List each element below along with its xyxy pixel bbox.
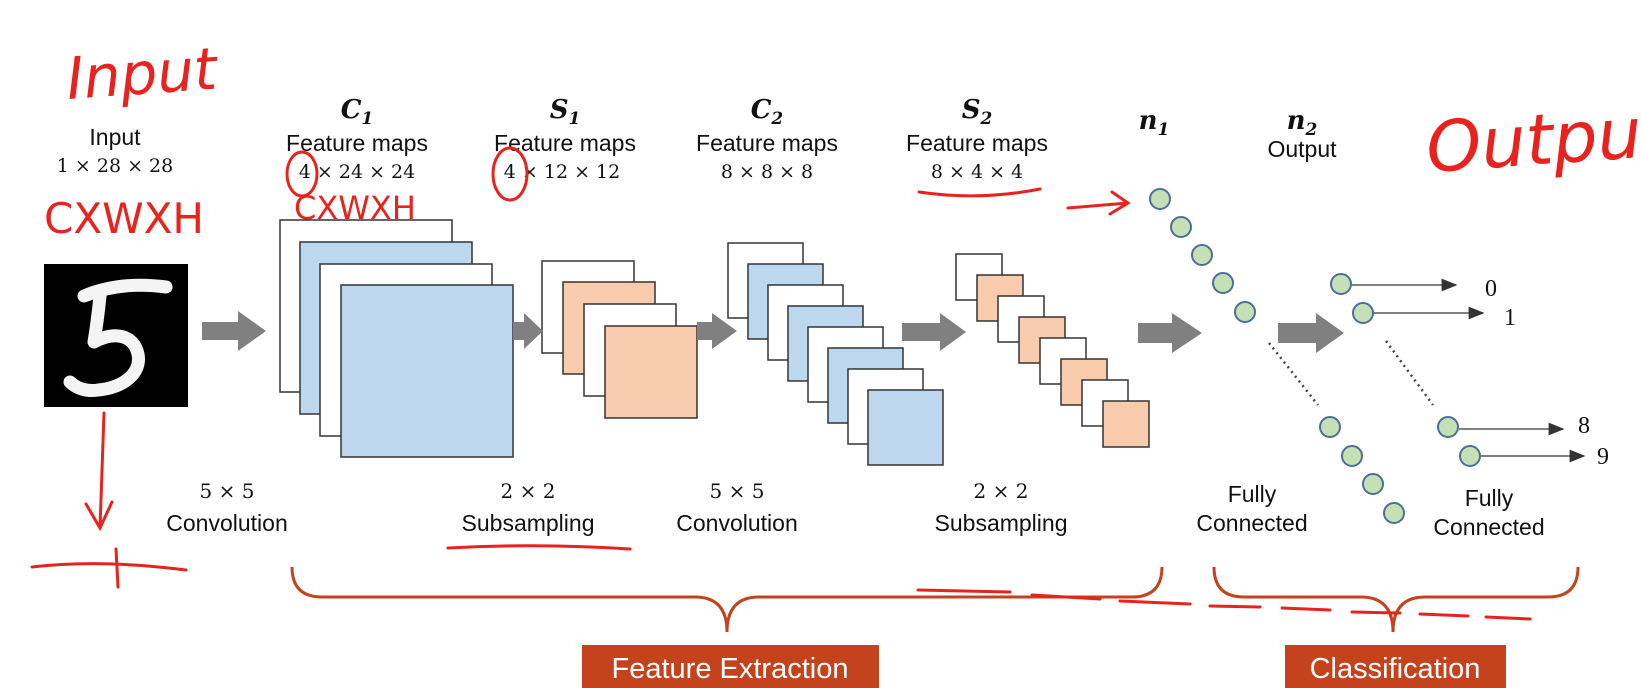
s1-dims: 4 × 12 × 12 bbox=[504, 161, 620, 183]
annotation-c1-shape: CXWXH bbox=[294, 189, 416, 227]
arrow-c2-to-s2 bbox=[902, 313, 966, 351]
n1-neuron bbox=[1319, 416, 1341, 438]
n1-neuron bbox=[1170, 216, 1192, 238]
input-title: Input bbox=[89, 124, 141, 150]
c1-feature-maps bbox=[279, 219, 514, 458]
fc1-label-line2: Connected bbox=[1196, 510, 1307, 536]
output-arrows bbox=[1352, 278, 1586, 463]
n1-neuron bbox=[1234, 301, 1256, 323]
input-digit-image bbox=[44, 264, 188, 407]
conv2-size: 5 × 5 bbox=[710, 479, 765, 503]
annotation-input-shape: CXWXH bbox=[44, 194, 204, 243]
s1-label: Feature maps bbox=[494, 130, 636, 156]
c1-dims: 4 × 24 × 24 bbox=[299, 161, 415, 183]
pool1-label: Subsampling bbox=[462, 510, 595, 536]
s2-map-8 bbox=[1102, 400, 1150, 448]
annotation-circle-c1 bbox=[285, 150, 319, 198]
n1-neuron bbox=[1212, 272, 1234, 294]
feature-extraction-banner bbox=[582, 645, 879, 688]
fc2-label-line2: Connected bbox=[1433, 514, 1544, 540]
output-label-9: 9 bbox=[1597, 444, 1609, 470]
n1-neuron bbox=[1383, 502, 1405, 524]
arrow-n1-to-n2 bbox=[1278, 313, 1344, 353]
annotation-input-word: Input bbox=[64, 34, 221, 112]
n1-neuron bbox=[1149, 188, 1171, 210]
annotation-underline-subsampling bbox=[446, 544, 632, 551]
handwritten-annotations: Input CXWXH CXWXH Output bbox=[30, 34, 1641, 621]
pool2-label: Subsampling bbox=[935, 510, 1068, 536]
feature-extraction-label: Feature Extraction bbox=[612, 653, 849, 685]
s2-symbol: S2 bbox=[962, 95, 993, 129]
flow-arrows bbox=[202, 311, 1344, 353]
c1-map-4 bbox=[340, 284, 514, 458]
c1-label: Feature maps bbox=[286, 130, 428, 156]
annotation-output-word: Output bbox=[1423, 90, 1641, 189]
n2-neuron bbox=[1352, 302, 1374, 324]
n2-neuron bbox=[1330, 273, 1352, 295]
annotation-arrow-to-n1 bbox=[1066, 190, 1131, 216]
c2-symbol: C2 bbox=[751, 95, 784, 129]
pool1-size: 2 × 2 bbox=[501, 479, 556, 503]
output-label-0: 0 bbox=[1485, 276, 1497, 302]
n2-neurons bbox=[1330, 273, 1481, 467]
s1-map-4 bbox=[604, 325, 698, 419]
n2-symbol: n2 bbox=[1287, 106, 1318, 140]
n2-label: Output bbox=[1267, 136, 1337, 162]
s2-label: Feature maps bbox=[906, 130, 1048, 156]
annotation-down-arrow bbox=[84, 411, 114, 532]
arrow-c1-to-s1 bbox=[513, 313, 543, 349]
fc2-label-line1: Fully bbox=[1465, 485, 1514, 511]
n2-neuron bbox=[1459, 445, 1481, 467]
c2-dims: 8 × 8 × 8 bbox=[721, 161, 813, 183]
n2-ellipsis bbox=[1384, 340, 1435, 406]
annotation-underline-s2 bbox=[917, 187, 1042, 198]
classification-label: Classification bbox=[1310, 653, 1481, 685]
s1-symbol: S1 bbox=[550, 95, 581, 129]
annotation-dashed-line bbox=[916, 588, 1532, 621]
conv1-size: 5 × 5 bbox=[200, 479, 255, 503]
fc1-label-line1: Fully bbox=[1228, 481, 1277, 507]
s1-feature-maps bbox=[541, 260, 698, 419]
arrow-s1-to-c2 bbox=[697, 313, 737, 349]
s2-feature-maps bbox=[955, 253, 1150, 448]
conv2-label: Convolution bbox=[676, 510, 797, 536]
arrow-input-to-c1 bbox=[202, 311, 266, 351]
n1-symbol: n1 bbox=[1139, 106, 1170, 140]
classification-brace bbox=[1212, 566, 1580, 633]
n1-neuron bbox=[1191, 244, 1213, 266]
n1-ellipsis bbox=[1268, 342, 1319, 406]
n2-neuron bbox=[1437, 416, 1459, 438]
s2-dims: 8 × 4 × 4 bbox=[931, 161, 1023, 183]
n1-neuron bbox=[1341, 445, 1363, 467]
output-label-8: 8 bbox=[1578, 413, 1590, 439]
arrow-s2-to-n1 bbox=[1138, 313, 1202, 353]
conv1-label: Convolution bbox=[166, 510, 287, 536]
n1-neurons bbox=[1149, 188, 1405, 524]
c1-symbol: C1 bbox=[341, 95, 374, 129]
input-dims: 1 × 28 × 28 bbox=[57, 155, 173, 177]
n1-neuron bbox=[1362, 473, 1384, 495]
annotation-plus-mark bbox=[30, 547, 188, 589]
c2-feature-maps bbox=[727, 242, 944, 466]
classification-banner bbox=[1285, 645, 1506, 688]
c2-label: Feature maps bbox=[696, 130, 838, 156]
feature-extraction-brace bbox=[290, 566, 1164, 633]
output-label-1: 1 bbox=[1504, 305, 1516, 331]
pool2-size: 2 × 2 bbox=[974, 479, 1029, 503]
c2-map-8 bbox=[867, 389, 944, 466]
annotation-circle-s1 bbox=[491, 146, 529, 202]
